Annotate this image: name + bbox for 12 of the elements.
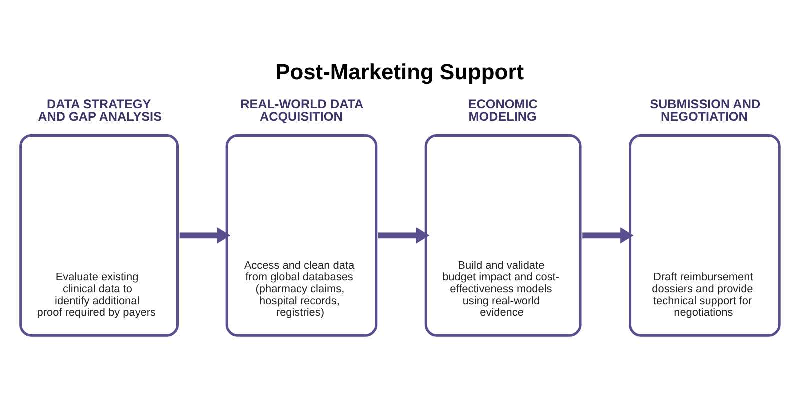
node-label: DATA STRATEGY AND GAP ANALYSIS [38,97,162,124]
node-label: ECONOMIC MODELING [468,97,538,124]
node-box: Draft reimbursement dossiers and provide technical support for negotiations [629,134,781,337]
arrow [582,228,634,244]
node-label: SUBMISSION AND NEGOTIATION [650,97,761,124]
node-box: Access and clean data from global databases (pharmacy claims, hospital records, registries) [226,134,378,337]
node-box: Build and validate budget impact and cost-effectiveness models using real-world evidence [424,134,582,337]
node-label: REAL-WORLD DATA ACQUISITION [240,97,364,124]
diagram-title: Post-Marketing Support [276,59,524,84]
arrow [180,228,231,244]
arrow [378,228,430,244]
node-box: Evaluate existing clinical data to identify additional proof required by payers [20,134,179,337]
